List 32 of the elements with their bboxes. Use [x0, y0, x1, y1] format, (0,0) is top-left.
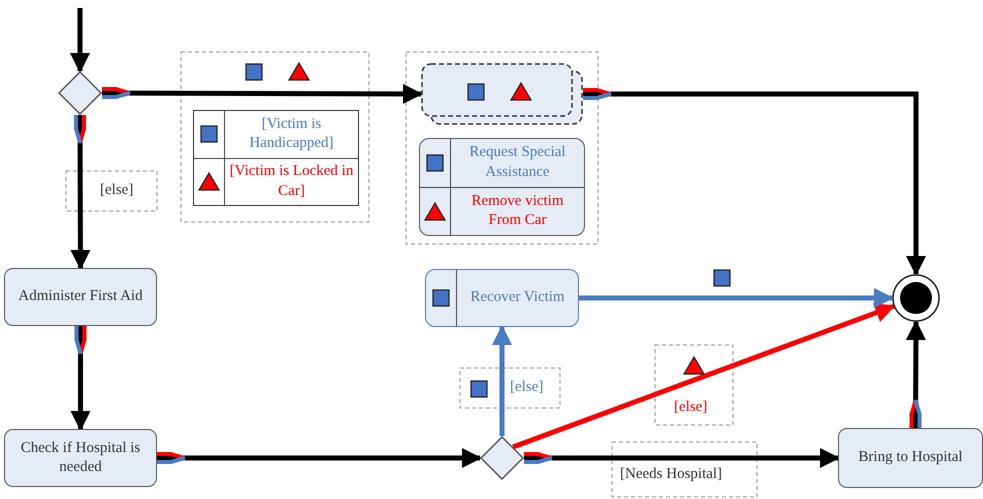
flow-arrow: [102, 84, 423, 104]
action-label: Recover Victim: [470, 288, 565, 308]
action-label: Request Special Assistance: [468, 143, 567, 182]
edge-label: [else]: [98, 181, 136, 199]
edge-label: [else]: [508, 378, 546, 396]
final-node: [892, 274, 940, 322]
decision-diamond: [58, 71, 102, 115]
guard-text: [Victim is Locked in Car]: [228, 162, 354, 201]
action-label: Bring to Hospital: [858, 448, 963, 468]
action-label: Check if Hospital is needed: [20, 438, 142, 477]
expansion-region: [421, 63, 583, 125]
flow-arrow: [579, 288, 894, 308]
flow-arrow: [70, 326, 90, 431]
flow-arrow: [512, 303, 896, 450]
guard-table: [193, 110, 359, 206]
guard-text: [Victim is Handicapped]: [248, 114, 335, 154]
action-node: [4, 268, 157, 326]
action-node: [838, 428, 983, 488]
flow-arrow: [524, 448, 840, 468]
flow-arrow: [906, 320, 926, 428]
action-node: [4, 429, 157, 487]
decision-diamond: [480, 436, 524, 480]
flow-arrow: [492, 325, 512, 436]
action-label: Administer First Aid: [18, 287, 143, 306]
flow-arrow: [157, 448, 482, 468]
edge-label: [else]: [672, 398, 710, 416]
action-node: [425, 269, 579, 327]
flow-arrow: [70, 8, 90, 73]
flow-arrow: [583, 92, 926, 276]
action-table: [419, 138, 585, 236]
flow-arrow: [70, 115, 90, 270]
action-label: Remove victim From Car: [470, 192, 565, 230]
